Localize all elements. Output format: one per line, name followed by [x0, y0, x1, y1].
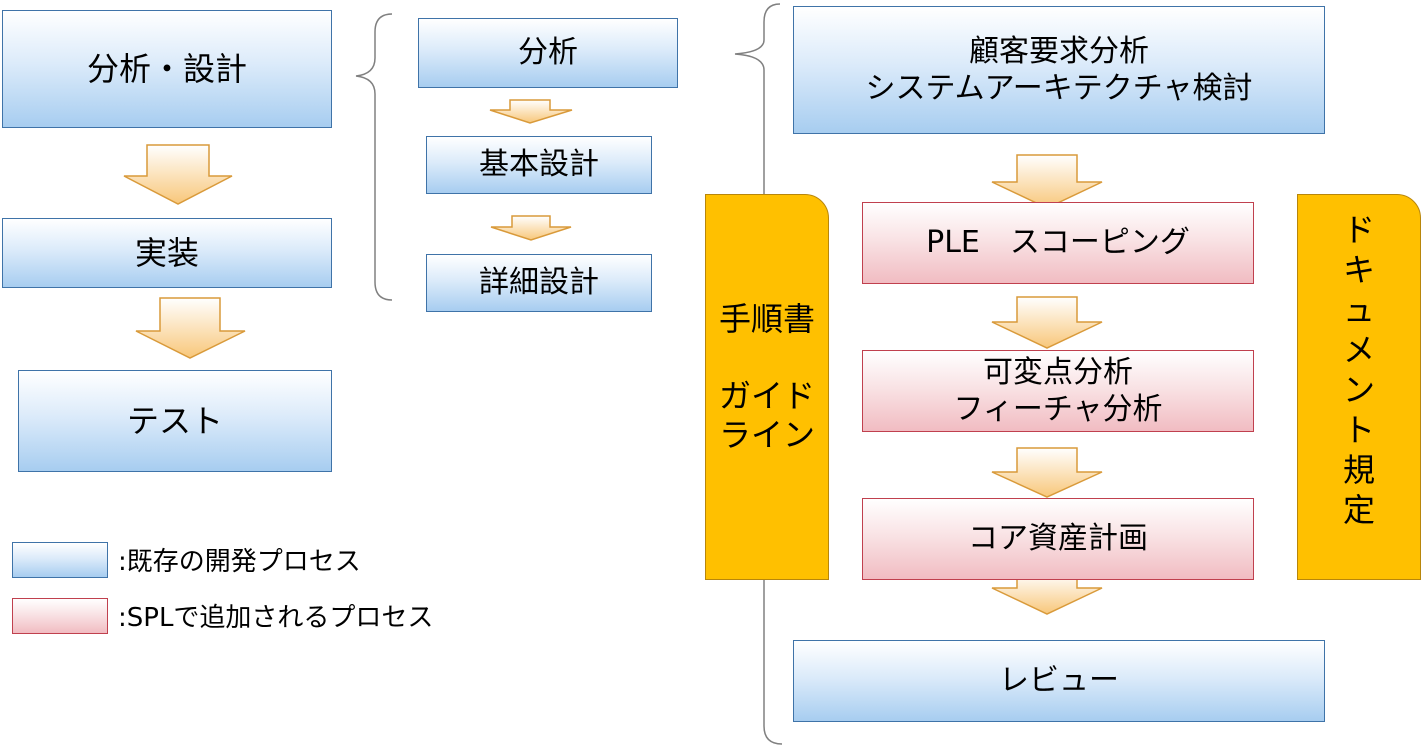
guideline-line2a: ガイド	[718, 377, 815, 416]
review-box: レビュー	[793, 640, 1325, 722]
detailed-design-box: 詳細設計	[426, 254, 652, 312]
analysis-design-label: 分析・設計	[86, 50, 247, 88]
document-char-2: キ	[1342, 251, 1375, 289]
analysis-design-box: 分析・設計	[2, 10, 332, 128]
customer-analysis-box: 顧客要求分析 システムアーキテクチャ検討	[793, 6, 1325, 134]
guideline-panel	[705, 194, 829, 580]
basic-design-box: 基本設計	[426, 136, 652, 194]
arrow-impl-to-test	[135, 297, 246, 359]
test-label: テスト	[126, 402, 223, 440]
ple-scoping-box: PLE スコーピング	[862, 202, 1254, 284]
guideline-line2b: ライン	[718, 416, 815, 455]
right-brace	[734, 3, 781, 194]
document-char-6: ト	[1342, 411, 1375, 449]
review-label: レビュー	[999, 663, 1119, 699]
arrow-customer-to-ple	[991, 154, 1103, 209]
variability-line1: 可変点分析	[983, 354, 1133, 390]
basic-design-label: 基本設計	[479, 147, 599, 183]
ple-scoping-label: PLE スコーピング	[926, 225, 1190, 261]
document-char-5: ン	[1342, 371, 1375, 409]
core-asset-planning-box: コア資産計画	[862, 498, 1254, 580]
document-char-3: ュ	[1342, 291, 1375, 329]
analysis-box: 分析	[418, 18, 678, 88]
legend-existing-swatch	[12, 542, 108, 578]
document-panel	[1297, 194, 1421, 580]
document-char-1: ド	[1342, 211, 1375, 249]
arrow-ple-to-variability	[991, 296, 1103, 349]
variability-line2: フィーチャ分析	[953, 392, 1163, 427]
test-box: テスト	[18, 370, 332, 472]
variability-analysis-box: 可変点分析 フィーチャ分析	[862, 350, 1254, 432]
detailed-design-label: 詳細設計	[479, 265, 599, 301]
document-char-8: 定	[1342, 491, 1375, 529]
document-text: ド キ ュ メ ン ト 規 定	[1297, 210, 1421, 530]
legend-spl-swatch	[12, 598, 108, 634]
arrow-basic-to-detail	[490, 215, 572, 241]
legend-spl-label: :SPLで追加されるプロセス	[118, 603, 434, 633]
analysis-label: 分析	[518, 35, 578, 71]
document-char-7: 規	[1342, 451, 1375, 489]
arrow-analysis-to-basic	[489, 99, 573, 124]
guideline-line1: 手順書	[718, 300, 815, 338]
arrow-design-to-impl	[123, 144, 233, 205]
implementation-label: 実装	[134, 234, 199, 272]
customer-analysis-line1: 顧客要求分析	[969, 33, 1149, 69]
guideline-text: 手順書 ガイド ライン	[705, 300, 829, 455]
left-brace	[355, 13, 393, 301]
document-char-4: メ	[1342, 331, 1375, 369]
right-brace-lower	[763, 580, 783, 745]
core-asset-planning-label: コア資産計画	[968, 521, 1148, 557]
legend-existing-label: :既存の開発プロセス	[118, 547, 361, 577]
implementation-box: 実装	[2, 218, 332, 288]
arrow-variability-to-core	[991, 447, 1103, 498]
customer-analysis-line2: システムアーキテクチャ検討	[865, 71, 1253, 106]
